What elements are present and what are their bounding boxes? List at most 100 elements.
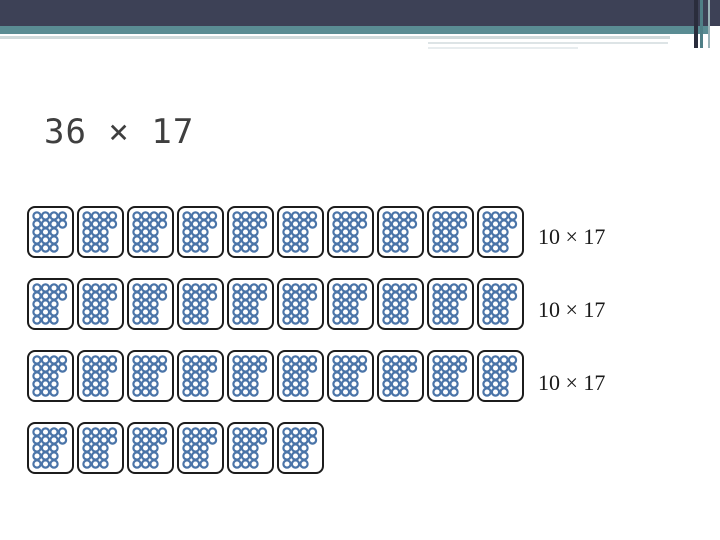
dot (49, 387, 59, 397)
dot (49, 427, 59, 437)
dot (90, 299, 101, 309)
dot-tile (177, 422, 224, 474)
dot-cluster (382, 355, 418, 397)
dot (340, 243, 351, 253)
dot (40, 227, 51, 237)
dot (382, 219, 392, 229)
tile-row (27, 350, 532, 404)
dot (290, 315, 301, 325)
dot (249, 459, 259, 469)
dot (499, 315, 509, 325)
dot (299, 243, 309, 253)
dot (482, 355, 492, 365)
dot (382, 299, 392, 309)
dot (332, 387, 342, 397)
dot (49, 219, 59, 229)
dot (149, 307, 159, 317)
dot (199, 451, 209, 461)
dot (349, 371, 359, 381)
dot (457, 283, 468, 293)
dot (82, 363, 92, 373)
dot-cluster (182, 427, 218, 469)
dot (449, 291, 459, 301)
dot (40, 459, 51, 469)
dot (482, 387, 492, 397)
header-stripe (694, 0, 698, 48)
dot (82, 219, 92, 229)
divider-line (428, 47, 578, 49)
dot (449, 355, 459, 365)
dot (232, 435, 242, 445)
dot (40, 219, 51, 229)
dot (249, 427, 259, 437)
dot-cluster (332, 355, 368, 397)
dot (199, 235, 209, 245)
dot-tile (327, 206, 374, 258)
dot-cluster (32, 283, 68, 325)
dot (182, 307, 192, 317)
dot (99, 435, 109, 445)
dot (57, 435, 68, 445)
dot (440, 299, 451, 309)
dot (149, 211, 159, 221)
dot-cluster (482, 283, 518, 325)
dot-tile (177, 206, 224, 258)
dot (390, 371, 401, 381)
dot (57, 427, 68, 437)
dot (199, 371, 209, 381)
dot (157, 355, 168, 365)
dot (507, 355, 518, 365)
dot (99, 379, 109, 389)
dot-tile (377, 206, 424, 258)
dot (190, 379, 201, 389)
dot (99, 243, 109, 253)
dot (240, 299, 251, 309)
dot (290, 211, 301, 221)
dot (299, 427, 309, 437)
dot (32, 371, 42, 381)
dot (249, 435, 259, 445)
dot (482, 307, 492, 317)
dot (240, 283, 251, 293)
dot (290, 291, 301, 301)
dot (357, 211, 368, 221)
dot (432, 227, 442, 237)
dot-cluster (82, 211, 118, 253)
dot (432, 291, 442, 301)
dot (190, 227, 201, 237)
dot (149, 387, 159, 397)
dot (240, 371, 251, 381)
dot (382, 387, 392, 397)
dot (240, 307, 251, 317)
dot (232, 363, 242, 373)
dot (399, 227, 409, 237)
dot (399, 379, 409, 389)
dot (257, 355, 268, 365)
dot (199, 443, 209, 453)
dot (240, 291, 251, 301)
dot (290, 355, 301, 365)
dot-tile (427, 350, 474, 402)
dot (82, 435, 92, 445)
dot (140, 459, 151, 469)
dot (240, 459, 251, 469)
dot (349, 283, 359, 293)
dot (40, 451, 51, 461)
dot-tile (77, 278, 124, 330)
dot (332, 219, 342, 229)
dot (249, 291, 259, 301)
dot (449, 307, 459, 317)
dot (40, 355, 51, 365)
dot (90, 427, 101, 437)
dot (40, 243, 51, 253)
dot (190, 387, 201, 397)
dot (349, 363, 359, 373)
dot (149, 235, 159, 245)
dot (132, 211, 142, 221)
dot (440, 227, 451, 237)
dot (390, 291, 401, 301)
dot (32, 451, 42, 461)
dot (99, 235, 109, 245)
dot (340, 211, 351, 221)
dot (307, 435, 318, 445)
